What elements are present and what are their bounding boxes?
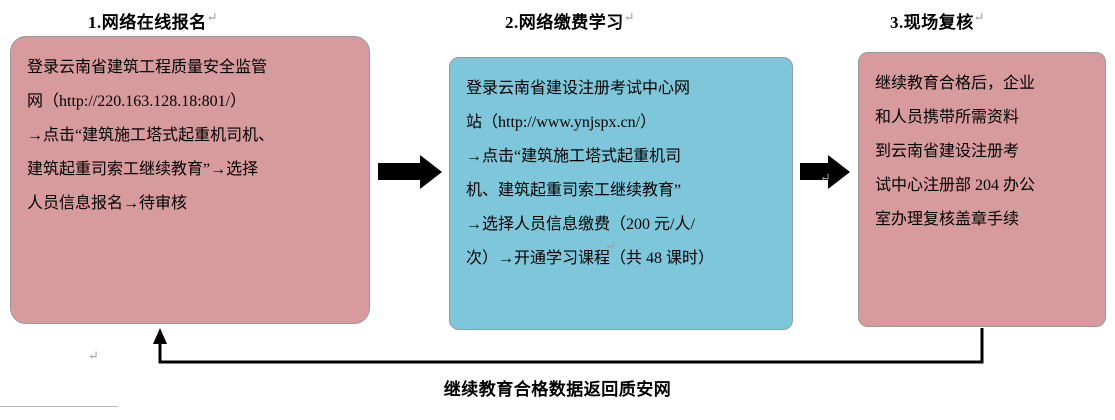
step-2-title: 2.网络缴费学习↵	[505, 8, 635, 33]
pilcrow-mark: ↵	[973, 9, 986, 25]
step-3-line: 试中心注册部 204 办公	[875, 177, 1036, 194]
step-3-title: 3.现场复核↵	[890, 8, 985, 33]
step-1-line: 网（http://220.163.128.18:801/）	[27, 93, 247, 110]
arrow-shaft	[378, 163, 420, 180]
pilcrow-mark: ↵	[820, 170, 831, 185]
pilcrow-mark: ↵	[206, 9, 219, 25]
step-1-box: 登录云南省建筑工程质量安全监管 网（http://220.163.128.18:…	[10, 36, 370, 324]
arrow-head	[828, 155, 850, 189]
step-1-line: →点击“建筑施工塔式起重机司机、	[27, 127, 275, 144]
step-3-line: 继续教育合格后，企业	[875, 75, 1036, 92]
step-1-title: 1.网络在线报名↵	[88, 8, 218, 33]
arrow-head	[420, 155, 442, 189]
step-1-line: 登录云南省建筑工程质量安全监管	[27, 59, 268, 76]
step-3-title-text: 3.现场复核	[890, 13, 974, 32]
return-caption: 继续教育合格数据返回质安网	[443, 380, 672, 399]
step-3-line: 到云南省建设注册考	[875, 143, 1020, 160]
step-2-line: →选择人员信息缴费（200 元/人/	[466, 216, 695, 233]
return-path-line	[158, 328, 984, 364]
step-2-line: 登录云南省建设注册考试中心网	[466, 80, 691, 97]
step-1-line: 建筑起重司索工继续教育”→选择	[27, 161, 259, 178]
step-3-box: 继续教育合格后，企业 和人员携带所需资料 到云南省建设注册考 试中心注册部 20…	[858, 52, 1106, 327]
step-1-line: 人员信息报名→待审核	[27, 195, 188, 212]
pilcrow-mark: ↵	[88, 348, 99, 363]
step-2-title-text: 2.网络缴费学习	[505, 13, 624, 32]
page-edge-divider	[0, 406, 118, 407]
pilcrow-mark: ↵	[605, 238, 616, 253]
pilcrow-mark: ↵	[623, 9, 636, 25]
step-3-line: 和人员携带所需资料	[875, 109, 1020, 126]
step-1-title-text: 1.网络在线报名	[88, 13, 207, 32]
return-path-arrowhead	[153, 328, 167, 344]
step-3-line: 室办理复核盖章手续	[875, 211, 1020, 228]
step-2-box: 登录云南省建设注册考试中心网 站（http://www.ynjspx.cn/） …	[449, 57, 793, 330]
step-2-line: →点击“建筑施工塔式起重机司	[466, 148, 682, 165]
step-2-line: 次）→开通学习课程（共 48 课时）	[466, 250, 715, 267]
step-2-line: 机、建筑起重司索工继续教育”	[466, 182, 682, 199]
step-2-line: 站（http://www.ynjspx.cn/）	[466, 114, 657, 131]
arrow-shaft	[800, 163, 828, 180]
